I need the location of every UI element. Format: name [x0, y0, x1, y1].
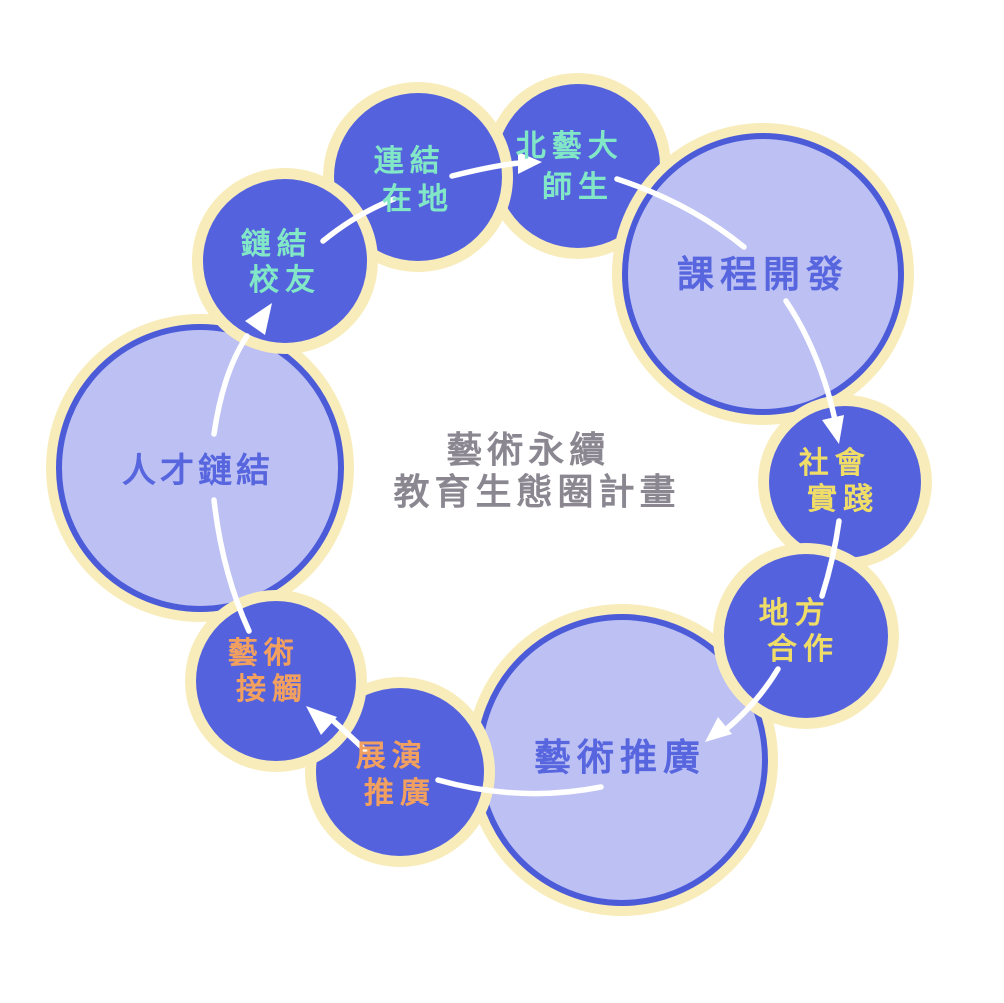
node-label-curriculum-development: 課程開發 [677, 253, 849, 296]
arrow-local-collaboration-to-art-promotion [720, 666, 781, 735]
node-circle [496, 84, 660, 248]
node-talent-linkage [46, 314, 354, 622]
arrow-art-promotion-to-performance-promotion [435, 777, 604, 797]
arrowhead-to-social-practice [822, 415, 844, 444]
node-local-collaboration [713, 543, 899, 729]
node-social-practice [758, 395, 932, 569]
node-alumni-linkage [192, 168, 378, 354]
arrowhead-to-alumni-linkage [245, 303, 272, 335]
node-circle [334, 93, 502, 261]
arrow-social-practice-to-local-collaboration [819, 518, 842, 599]
node-label-social-practice: 社會 實踐 [799, 446, 887, 517]
node-label-link-local: 連結 在地 [374, 144, 462, 217]
arrow-tnua-to-curriculum [614, 176, 747, 250]
node-circle [724, 554, 888, 718]
node-circle [56, 324, 344, 612]
arrow-talent-linkage-to-alumni-linkage [211, 333, 250, 437]
node-label-talent-linkage: 人才鏈結 [122, 451, 274, 491]
arrow-curriculum-to-social-practice [783, 298, 838, 423]
arrow-art-encounter-to-talent-linkage [211, 497, 252, 634]
node-label-alumni-linkage: 鏈結 校友 [241, 227, 329, 298]
node-label-performance-promotion: 展演 推廣 [356, 739, 444, 811]
arrowhead-to-art-encounter [306, 706, 337, 735]
node-circle [622, 133, 904, 415]
arrow-alumni-linkage-to-link-local [320, 196, 397, 244]
node-label-local-collaboration: 地方 合作 [759, 596, 847, 667]
node-circle [769, 406, 921, 558]
node-label-tnua-faculty-students: 北藝大 師生 [516, 129, 640, 205]
node-performance-promotion [305, 677, 495, 867]
node-curriculum-development [612, 123, 914, 425]
arrow-link-local-to-tnua [449, 160, 523, 179]
node-circle [203, 179, 367, 343]
arrowhead-to-tnua [518, 152, 542, 174]
diagram-title: 藝術永續 教育生態圈計畫 [393, 430, 680, 513]
node-label-art-promotion: 藝術推廣 [534, 736, 706, 779]
arrowhead-to-art-promotion [705, 717, 732, 742]
node-tnua-faculty-students [485, 73, 671, 259]
node-circle [316, 688, 484, 856]
node-label-art-encounter: 藝術 接觸 [228, 636, 316, 707]
